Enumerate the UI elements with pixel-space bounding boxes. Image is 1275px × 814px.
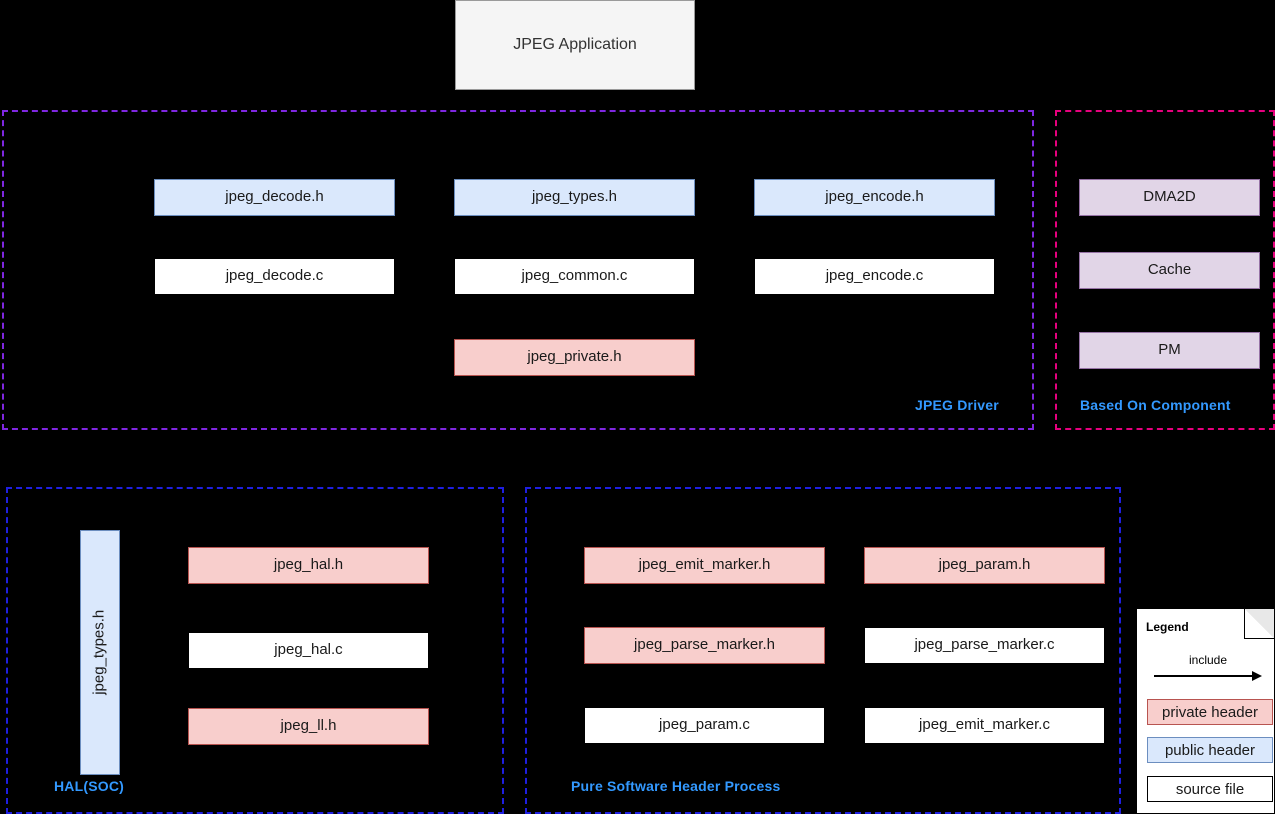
node-label: jpeg_hal.h <box>273 556 344 574</box>
node-jpeg-encode-c[interactable]: jpeg_encode.c <box>754 258 995 295</box>
legend-item-label: source file <box>1175 780 1245 798</box>
node-jpeg-encode-h[interactable]: jpeg_encode.h <box>754 179 995 216</box>
node-jpeg-private-h[interactable]: jpeg_private.h <box>454 339 695 376</box>
node-label: jpeg_parse_marker.h <box>634 636 775 654</box>
node-jpeg-param-c[interactable]: jpeg_param.c <box>584 707 825 744</box>
legend-item-private-header: private header <box>1147 699 1273 725</box>
group-pure-software-header-process-label: Pure Software Header Process <box>571 778 781 794</box>
node-label: jpeg_private.h <box>527 348 622 366</box>
node-pm[interactable]: PM <box>1079 332 1260 369</box>
node-label: jpeg_decode.c <box>225 267 324 285</box>
node-jpeg-hal-h[interactable]: jpeg_hal.h <box>188 547 429 584</box>
group-jpeg-driver-label: JPEG Driver <box>915 397 999 413</box>
node-jpeg-hal-c[interactable]: jpeg_hal.c <box>188 632 429 669</box>
node-label: jpeg_emit_marker.h <box>638 556 771 574</box>
node-jpeg-decode-c[interactable]: jpeg_decode.c <box>154 258 395 295</box>
jpeg-application-label: JPEG Application <box>513 36 637 54</box>
legend-title: Legend <box>1146 620 1189 634</box>
node-label: jpeg_param.h <box>938 556 1031 574</box>
group-hal-soc-label: HAL(SOC) <box>54 778 125 794</box>
node-jpeg-types-h[interactable]: jpeg_types.h <box>454 179 695 216</box>
node-label: Cache <box>1147 261 1192 279</box>
node-label: jpeg_param.c <box>659 716 750 734</box>
node-jpeg-common-c[interactable]: jpeg_common.c <box>454 258 695 295</box>
node-jpeg-emit-marker-c[interactable]: jpeg_emit_marker.c <box>864 707 1105 744</box>
node-jpeg-decode-h[interactable]: jpeg_decode.h <box>154 179 395 216</box>
page-fold-icon <box>1244 609 1274 639</box>
node-label: PM <box>1158 341 1181 359</box>
group-jpeg-driver <box>2 110 1034 430</box>
node-label: jpeg_hal.c <box>274 641 343 659</box>
node-label: jpeg_common.c <box>521 267 628 285</box>
node-label: jpeg_ll.h <box>280 717 337 735</box>
legend-panel: Legend include private header public hea… <box>1136 608 1275 814</box>
node-cache[interactable]: Cache <box>1079 252 1260 289</box>
node-label: jpeg_decode.h <box>225 188 324 206</box>
node-jpeg-param-h[interactable]: jpeg_param.h <box>864 547 1105 584</box>
node-label: jpeg_parse_marker.c <box>914 636 1055 654</box>
node-dma2d[interactable]: DMA2D <box>1079 179 1260 216</box>
node-jpeg-parse-marker-h[interactable]: jpeg_parse_marker.h <box>584 627 825 664</box>
legend-item-public-header: public header <box>1147 737 1273 763</box>
node-label: jpeg_encode.h <box>825 188 924 206</box>
node-label: jpeg_types.h <box>90 609 108 696</box>
group-based-on-component-label: Based On Component <box>1080 397 1231 413</box>
node-jpeg-types-h-hal[interactable]: jpeg_types.h <box>80 530 120 775</box>
jpeg-application-box: JPEG Application <box>455 0 695 90</box>
arrow-right-icon <box>1154 671 1262 681</box>
group-hal-soc <box>6 487 504 814</box>
legend-item-label: public header <box>1164 741 1256 759</box>
node-label: jpeg_emit_marker.c <box>919 716 1050 734</box>
node-jpeg-emit-marker-h[interactable]: jpeg_emit_marker.h <box>584 547 825 584</box>
include-arrow: include <box>1154 653 1262 683</box>
group-pure-software-header-process <box>525 487 1121 814</box>
node-label: DMA2D <box>1143 188 1196 206</box>
node-jpeg-parse-marker-c[interactable]: jpeg_parse_marker.c <box>864 627 1105 664</box>
node-label: jpeg_types.h <box>531 188 618 206</box>
legend-item-label: private header <box>1162 703 1258 721</box>
include-arrow-label: include <box>1188 653 1228 667</box>
legend-item-source-file: source file <box>1147 776 1273 802</box>
node-jpeg-ll-h[interactable]: jpeg_ll.h <box>188 708 429 745</box>
node-label: jpeg_encode.c <box>825 267 924 285</box>
group-based-on-component <box>1055 110 1275 430</box>
